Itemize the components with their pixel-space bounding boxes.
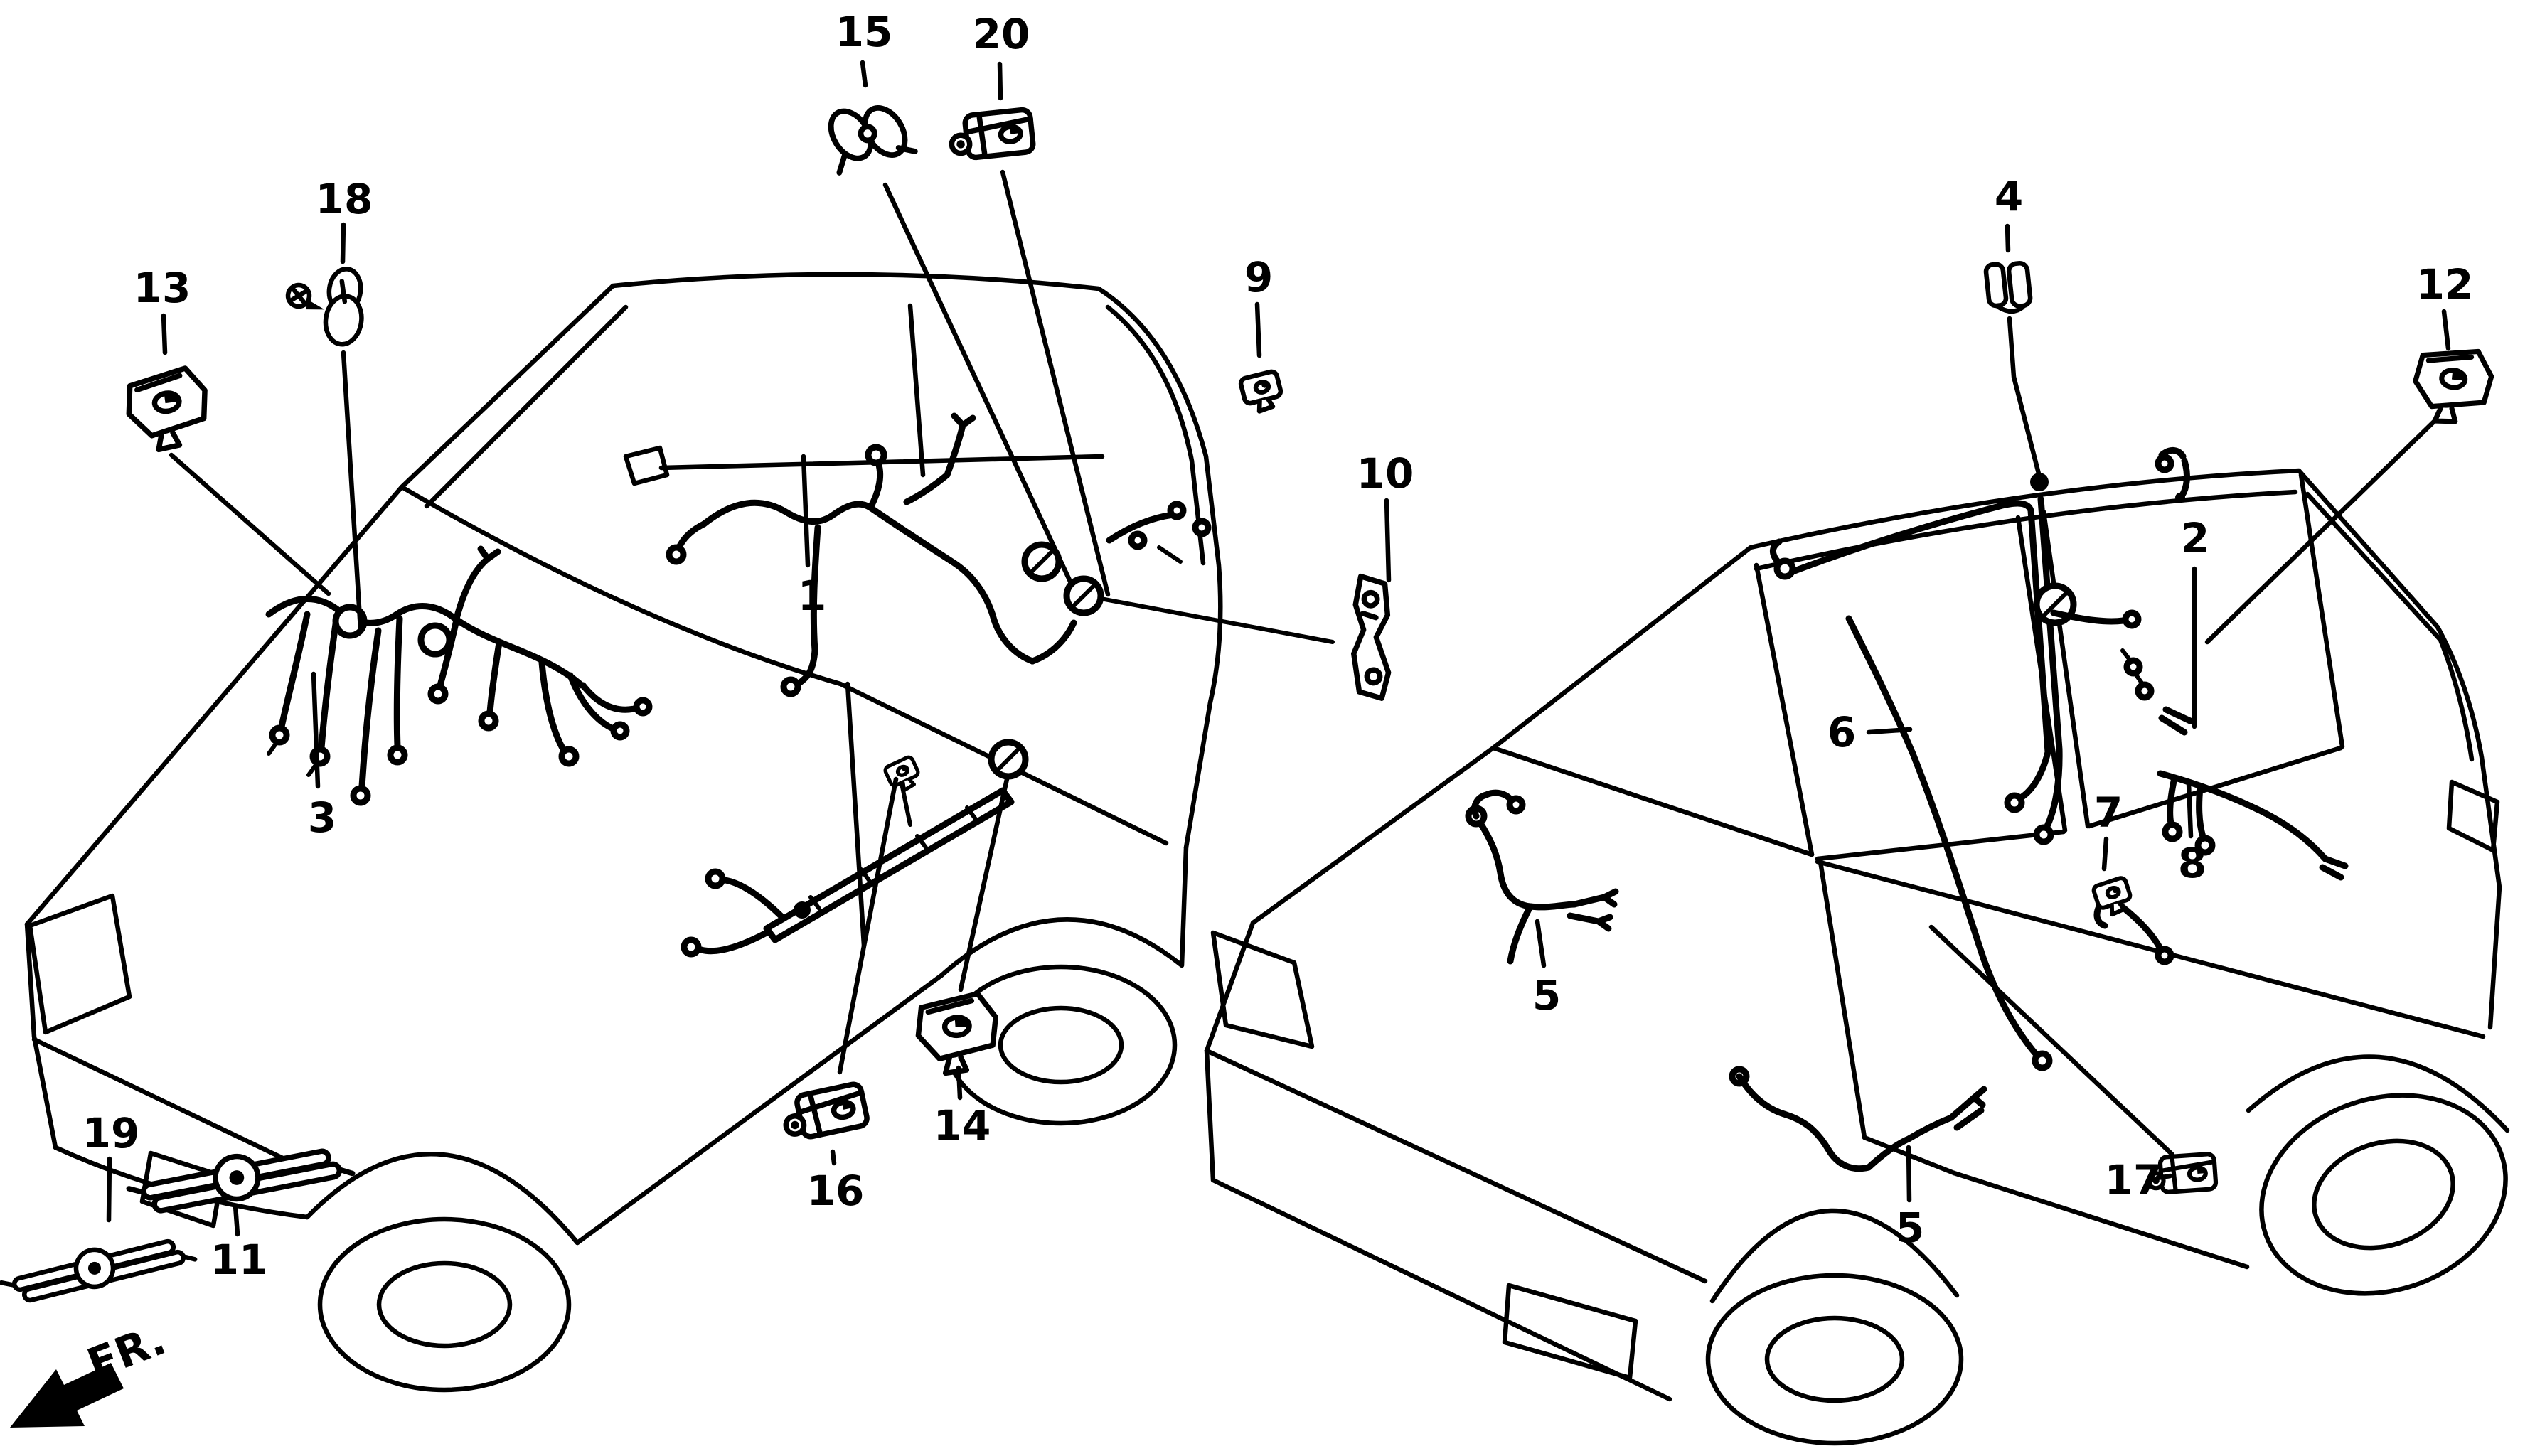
leader-line <box>801 454 811 568</box>
callout-17: 17 <box>2105 1156 2162 1204</box>
part-18-icon <box>323 267 364 347</box>
callout-10: 10 <box>1357 449 1414 498</box>
part-16t-icon <box>883 755 920 793</box>
part-4-icon <box>1983 261 2033 314</box>
callout-19: 19 <box>82 1109 140 1157</box>
leader-line <box>106 1156 112 1223</box>
callout-15: 15 <box>836 8 893 56</box>
callout-16: 16 <box>807 1167 865 1215</box>
callout-6: 6 <box>1827 708 1856 756</box>
callout-4-group: 4 <box>1995 172 2042 479</box>
leader-line <box>1254 301 1262 358</box>
callout-7-group: 7 <box>2094 788 2123 872</box>
part-13-icon <box>126 365 208 453</box>
callout-3-group: 3 <box>308 671 336 842</box>
leader-line <box>311 671 321 789</box>
callout-11: 11 <box>210 1236 268 1284</box>
left-car-wiring <box>265 412 1335 958</box>
part-17-icon <box>2146 1152 2219 1194</box>
part-11-icon <box>126 1148 356 1214</box>
fr-label: FR. <box>81 1315 173 1389</box>
part-10-icon <box>1351 573 1392 701</box>
part-16-icon <box>783 1081 870 1140</box>
callout-5-group: 5 <box>1896 1145 1924 1252</box>
right-car-wiring <box>1465 447 2349 1172</box>
right-car-outline <box>1204 468 2510 1446</box>
leader-line <box>2441 309 2451 351</box>
callout-2: 2 <box>2181 514 2209 562</box>
leader-line <box>161 313 168 355</box>
callout-17-group: 17 <box>1928 924 2175 1204</box>
leader-line <box>2186 781 2194 839</box>
leader-line <box>2155 1173 2173 1181</box>
callout-20: 20 <box>973 10 1030 58</box>
fr-marker: FR. <box>10 1315 172 1428</box>
callout-13: 13 <box>134 264 191 312</box>
leader-line <box>169 452 331 596</box>
leader-line <box>341 350 363 633</box>
leader-line <box>1866 727 1913 735</box>
part-20-icon <box>949 107 1036 161</box>
callout-19-group: 19 <box>82 1109 140 1223</box>
part-15-icon <box>828 105 918 176</box>
leader-line <box>958 776 1010 992</box>
leader-line <box>2204 417 2439 645</box>
leader-line <box>1535 919 1547 968</box>
callout-4: 4 <box>1995 172 2023 220</box>
callout-12-group: 12 <box>2204 260 2474 645</box>
callout-5: 5 <box>1532 971 1561 1019</box>
leader-line <box>1928 924 2175 1157</box>
part-7-icon <box>2091 876 2133 917</box>
part-18s-icon <box>285 282 325 310</box>
callout-12: 12 <box>2416 260 2474 309</box>
callout-1: 1 <box>798 572 826 620</box>
callout-5: 5 <box>1896 1204 1924 1252</box>
leader-line <box>956 1065 963 1101</box>
callout-9-group: 9 <box>1244 253 1273 358</box>
callout-7: 7 <box>2094 788 2123 837</box>
callout-18: 18 <box>316 175 373 223</box>
leader-line <box>860 60 868 88</box>
callout-15-group: 15 <box>836 8 1074 586</box>
callout-5-group: 5 <box>1532 919 1561 1019</box>
callout-11-group: 11 <box>210 1203 268 1284</box>
callout-14-group: 14 <box>934 776 1010 1150</box>
fr-direction-arrow-icon <box>10 1363 124 1428</box>
callout-3: 3 <box>308 793 336 842</box>
leader-line <box>233 1203 240 1237</box>
callout-14: 14 <box>934 1101 991 1150</box>
leader-line <box>1000 169 1111 597</box>
callout-8-group: 8 <box>2178 781 2206 887</box>
callout-10-group: 10 <box>1357 449 1414 583</box>
leader-line <box>882 182 1074 586</box>
callout-16-group: 16 <box>807 776 899 1215</box>
callout-13-group: 13 <box>134 264 331 596</box>
leader-line <box>830 1149 837 1166</box>
leader-line <box>2007 316 2042 479</box>
part-19-icon <box>0 1238 198 1303</box>
callout-8: 8 <box>2178 839 2206 887</box>
callout-20-group: 20 <box>973 10 1111 597</box>
callout-9: 9 <box>1244 253 1273 301</box>
callout-18-group: 18 <box>316 175 373 633</box>
leader-line <box>1384 498 1392 583</box>
part-14-icon <box>915 991 999 1076</box>
leader-line <box>2005 223 2011 253</box>
left-car-outline <box>24 272 1223 1393</box>
part-9-icon <box>1238 369 1283 414</box>
leader-line <box>2101 836 2109 872</box>
part-12-icon <box>2413 348 2494 424</box>
callout-6-group: 6 <box>1827 708 1913 756</box>
callout-2-group: 2 <box>2181 514 2209 729</box>
callout-1-group: 1 <box>798 454 826 620</box>
leader-line <box>837 776 899 1075</box>
